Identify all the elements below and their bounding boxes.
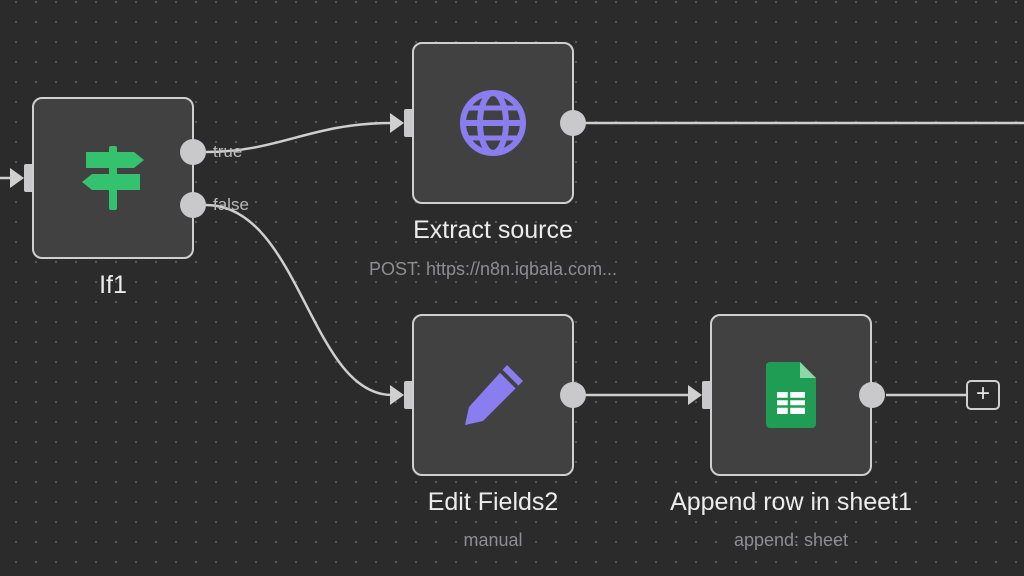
edit-fields-node-subtitle: manual [463,530,523,550]
add-node-button[interactable]: + [966,380,1000,410]
edit-fields-node[interactable] [412,314,574,476]
if1-output-false-label: false [213,195,249,214]
pencil-icon [457,359,529,431]
edit-fields-output-port[interactable] [560,382,586,408]
extract-source-node-title: Extract source [413,216,573,244]
if1-node-title: If1 [99,271,127,299]
connection-true-to-extract-source[interactable] [205,121,393,154]
signpost-icon [78,142,148,214]
extract-source-node-subtitle: POST: https://n8n.iqbala.com... [368,259,618,279]
if1-output-true-label: true [213,142,243,161]
extract-source-node[interactable] [412,42,574,204]
edit-fields-input-arrow [390,385,404,405]
if1-node[interactable] [32,97,194,259]
extract-source-input-arrow [390,113,404,133]
append-row-input-arrow [688,385,702,405]
if1-input-arrow [10,168,24,188]
google-sheets-icon [766,362,816,428]
append-row-node-title: Append row in sheet1 [670,488,912,516]
if1-output-true-port[interactable] [180,139,206,165]
if1-output-false-port[interactable] [180,192,206,218]
append-row-node-subtitle: append: sheet [733,530,849,550]
extract-source-output-port[interactable] [560,110,586,136]
globe-icon [458,88,528,158]
append-row-output-port[interactable] [859,382,885,408]
append-row-node[interactable] [710,314,872,476]
connection-false-to-edit-fields[interactable] [205,203,393,397]
edit-fields-node-title: Edit Fields2 [427,488,559,516]
